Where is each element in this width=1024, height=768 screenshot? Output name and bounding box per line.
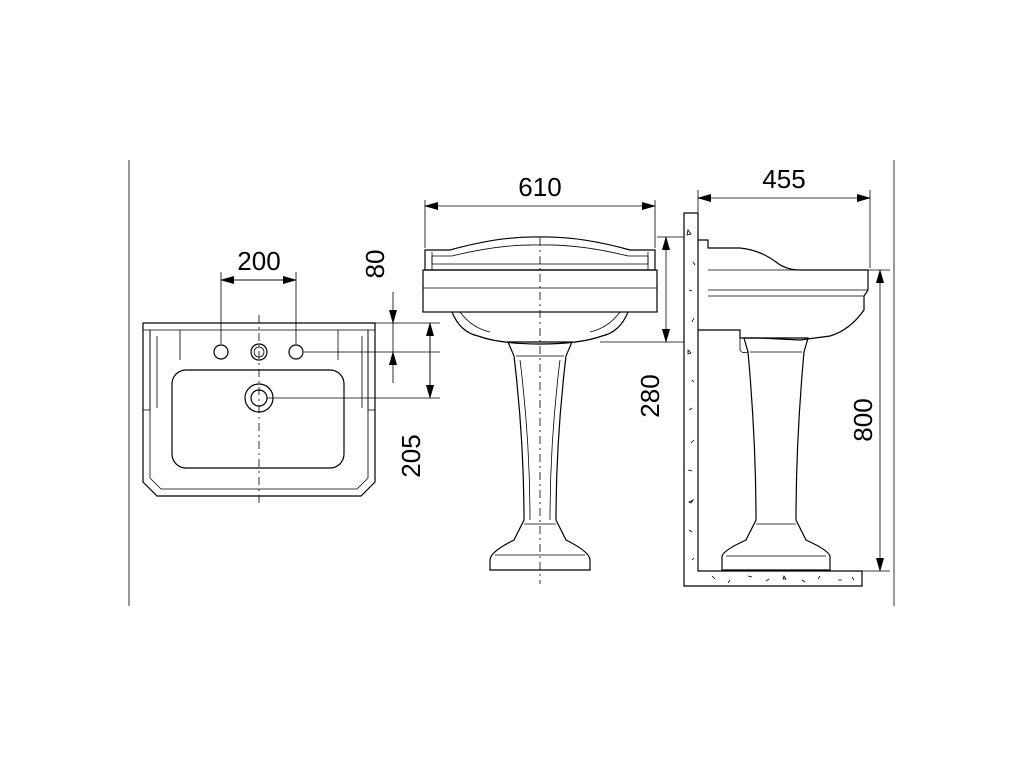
- top-view: [142, 272, 440, 505]
- right-rim: [367, 329, 375, 411]
- dim-label-280: 280: [635, 374, 665, 417]
- front-bowl: [451, 311, 629, 345]
- dim-label-200: 200: [237, 246, 280, 276]
- wall-and-floor: [683, 212, 863, 587]
- front-backsplash: [424, 236, 656, 271]
- rim-edges: [156, 336, 363, 408]
- left-tap-hole: [213, 344, 229, 360]
- right-tap-hole: [288, 344, 304, 360]
- front-view: [422, 236, 658, 584]
- front-backsplash-inner: [431, 244, 649, 265]
- dim-basin-depth: 205: [396, 322, 434, 478]
- dim-label-610: 610: [518, 172, 561, 202]
- wall-hatch: [686, 229, 855, 584]
- side-view: [683, 212, 869, 587]
- dim-basin-height: 280: [600, 236, 684, 418]
- dim-label-205: 205: [396, 434, 426, 477]
- dim-label-455: 455: [762, 164, 805, 194]
- dim-overall-width: 610: [424, 172, 656, 248]
- dim-label-80: 80: [360, 250, 390, 279]
- side-pedestal: [721, 337, 831, 571]
- dim-projection: 455: [697, 164, 871, 268]
- basin-bowl: [171, 369, 345, 469]
- deck-edges: [179, 330, 339, 360]
- front-pedestal: [489, 341, 591, 571]
- dim-overall-height: 800: [848, 269, 890, 572]
- left-rim: [143, 329, 151, 411]
- dim-tap-spacing: 200: [220, 246, 297, 284]
- dim-overflow-depth: 80: [360, 250, 397, 383]
- dim-label-800: 800: [848, 398, 878, 441]
- center-tap-hole: [250, 343, 268, 361]
